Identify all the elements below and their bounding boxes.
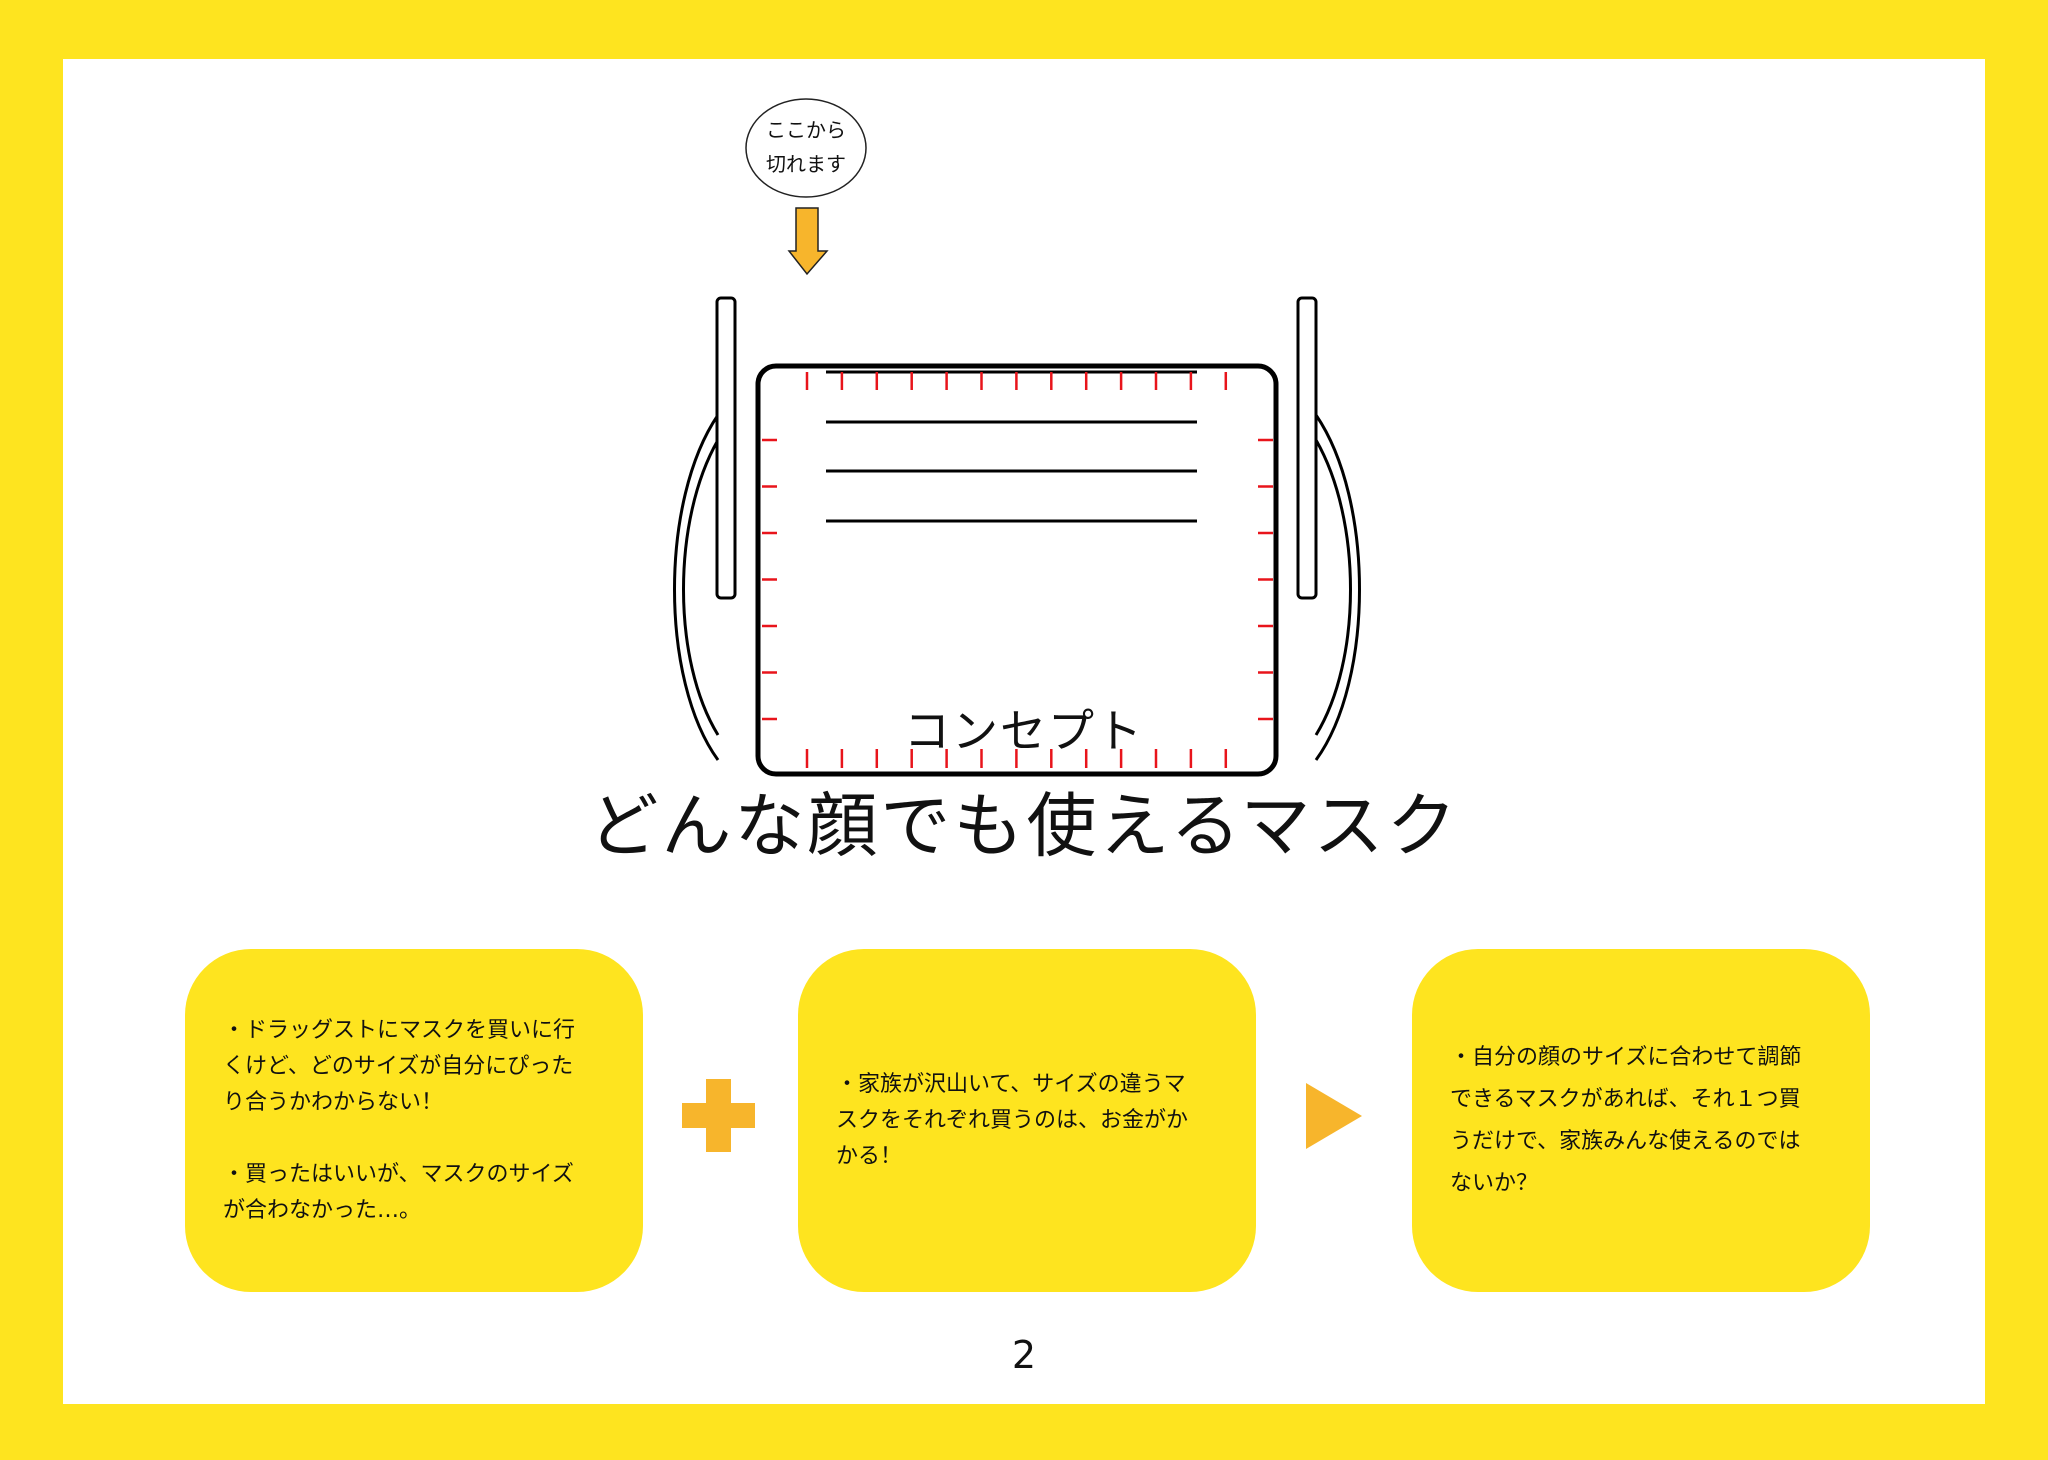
card-text: ・ドラッグストにマスクを買いに行 くけど、どのサイズが自分にぴった り合うかわか… — [223, 1017, 576, 1223]
card-text: ・自分の顔のサイズに合わせて調節 できるマスクがあれば、それ１つ買 うだけで、家… — [1450, 1044, 1802, 1196]
page-title: どんな顔でも使えるマスク — [588, 785, 1460, 867]
right-strap — [1296, 296, 1318, 600]
right-ear-loop-inner — [1314, 439, 1352, 736]
down-arrow-icon — [787, 207, 829, 276]
bubble-text: ここから 切れます — [766, 118, 846, 176]
left-ear-loop-inner — [682, 439, 720, 736]
solution-card: ・自分の顔のサイズに合わせて調節 できるマスクがあれば、それ１つ買 うだけで、家… — [1412, 949, 1870, 1292]
speech-bubble — [745, 98, 867, 198]
card-text: ・家族が沢山いて、サイズの違うマ スクをそれぞれ買うのは、お金がか かる！ — [836, 1071, 1189, 1169]
problem-card-2: ・家族が沢山いて、サイズの違うマ スクをそれぞれ買うのは、お金がか かる！ — [798, 949, 1256, 1292]
right-ear-loop — [1314, 414, 1361, 761]
problem-card-1: ・ドラッグストにマスクを買いに行 くけど、どのサイズが自分にぴった り合うかわか… — [185, 949, 643, 1292]
mask-body — [755, 363, 1279, 777]
subtitle: コンセプト — [904, 704, 1144, 758]
left-strap — [715, 296, 737, 600]
triangle-right-icon — [1306, 1083, 1362, 1149]
left-ear-loop — [673, 414, 720, 761]
plus-icon-bar — [682, 1103, 755, 1128]
page-number: 2 — [1011, 1333, 1037, 1377]
